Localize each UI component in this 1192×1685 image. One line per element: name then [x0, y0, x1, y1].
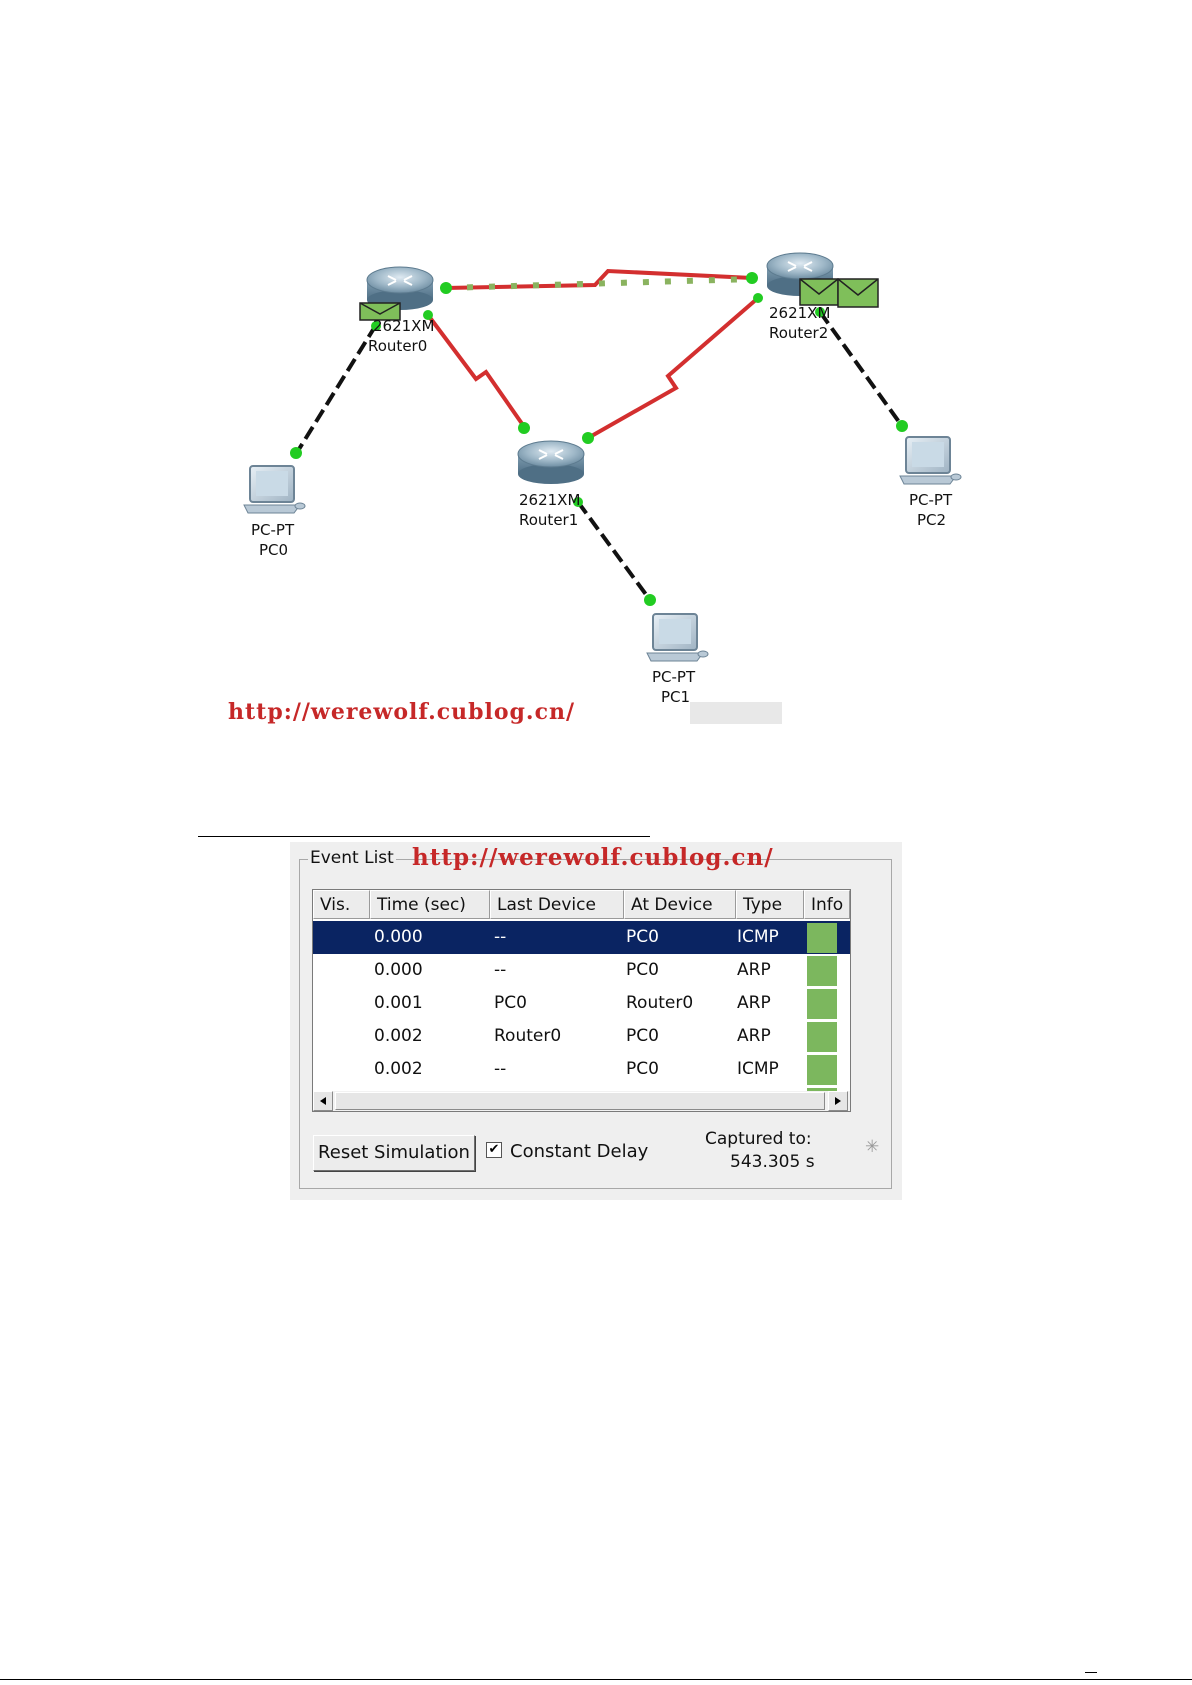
device-name: PC0: [259, 541, 288, 559]
cell-time: 0.000: [374, 927, 423, 947]
cell-time: 0.000: [374, 960, 423, 980]
ethernet-link-router2-pc2: [818, 310, 904, 428]
event-table[interactable]: Vis. Time (sec) Last Device At Device Ty…: [312, 889, 851, 1092]
pc2[interactable]: PC-PT PC2: [899, 436, 962, 529]
cell-last: PC0: [494, 993, 527, 1013]
table-row[interactable]: 0.001 PC0 Router0 ARP: [313, 987, 850, 1020]
device-model: PC-PT: [652, 668, 696, 686]
router0[interactable]: 2621XM Router0: [359, 266, 434, 355]
envelope-icon: [837, 278, 879, 308]
serial-link-router0-router2: [444, 268, 753, 291]
link-lights: [290, 272, 908, 606]
vertical-scrollbar[interactable]: [850, 890, 851, 1091]
arrow-left-icon: [320, 1097, 326, 1105]
device-name: PC1: [661, 688, 690, 706]
cell-at: PC0: [626, 927, 659, 947]
ethernet-link-router0-pc0: [294, 323, 378, 456]
device-name: Router1: [519, 511, 578, 529]
router2[interactable]: 2621XM Router2: [766, 252, 879, 342]
info-color-swatch: [807, 1088, 837, 1091]
checkmark-icon: ✔: [488, 1142, 500, 1157]
cell-at: PC0: [626, 1059, 659, 1079]
cell-time: 0.002: [374, 1026, 423, 1046]
device-name: Router0: [368, 337, 427, 355]
page-footer-mark: [1085, 1672, 1097, 1673]
table-header: Vis. Time (sec) Last Device At Device Ty…: [313, 890, 850, 921]
device-name: Router2: [769, 324, 828, 342]
device-model: 2621XM: [769, 304, 830, 322]
router-icon: [517, 440, 585, 484]
cell-at: PC0: [626, 960, 659, 980]
cell-type: ARP: [737, 993, 771, 1013]
table-row[interactable]: 0.002 -- PC0 ICMP: [313, 1053, 850, 1086]
info-color-swatch[interactable]: [807, 956, 837, 986]
column-header-time[interactable]: Time (sec): [370, 890, 490, 919]
device-model: PC-PT: [909, 491, 953, 509]
column-header-type[interactable]: Type: [736, 890, 804, 919]
horizontal-scrollbar[interactable]: [312, 1091, 851, 1112]
selection-highlight: [313, 921, 850, 954]
cell-last: --: [494, 1059, 507, 1079]
cell-type: ARP: [737, 1026, 771, 1046]
captured-to-label: Captured to:: [705, 1129, 812, 1149]
router1[interactable]: 2621XM Router1: [517, 440, 585, 529]
cell-time: 0.001: [374, 993, 423, 1013]
watermark-url: http://werewolf.cublog.cn/: [228, 699, 575, 725]
cell-at: PC0: [626, 1026, 659, 1046]
pc1[interactable]: PC-PT PC1: [646, 613, 709, 706]
network-topology-diagram: 2621XM Router0 2621XM Router2 2621XM: [228, 252, 962, 725]
horizontal-scroll-thumb[interactable]: [335, 1092, 825, 1110]
column-header-at-device[interactable]: At Device: [624, 890, 736, 919]
cell-last: Router0: [494, 1026, 562, 1046]
cell-type: ARP: [737, 960, 771, 980]
event-list-panel: Event List http://werewolf.cublog.cn/ Vi…: [290, 842, 902, 1200]
scroll-left-button[interactable]: [313, 1091, 333, 1111]
info-color-swatch[interactable]: [807, 1022, 837, 1052]
pc-icon: [646, 613, 709, 662]
column-header-info[interactable]: Info: [804, 890, 850, 919]
envelope-icon: [359, 302, 401, 321]
table-row[interactable]: 0.000 -- PC0 ICMP: [313, 921, 850, 954]
cell-type: ICMP: [737, 927, 779, 947]
captured-to-value: 543.305 s: [730, 1152, 815, 1172]
envelope-icon: [799, 278, 839, 306]
watermark-url: http://werewolf.cublog.cn/: [412, 844, 774, 871]
ethernet-link-router1-pc1: [576, 500, 652, 602]
pc-icon: [243, 465, 306, 514]
cell-last: --: [494, 960, 507, 980]
pc0[interactable]: PC-PT PC0: [243, 465, 306, 559]
column-header-last-device[interactable]: Last Device: [490, 890, 624, 919]
table-row-partial: [313, 1086, 850, 1091]
serial-link-router1-router2: [587, 296, 760, 440]
device-model: 2621XM: [519, 491, 580, 509]
info-color-swatch[interactable]: [807, 989, 837, 1019]
column-header-vis[interactable]: Vis.: [313, 890, 370, 919]
table-row[interactable]: 0.002 Router0 PC0 ARP: [313, 1020, 850, 1053]
event-list-title: Event List: [308, 848, 396, 868]
constant-delay-label: Constant Delay: [510, 1141, 649, 1162]
cell-last: --: [494, 927, 507, 947]
cell-type: ICMP: [737, 1059, 779, 1079]
reset-simulation-button[interactable]: Reset Simulation: [313, 1135, 475, 1171]
constant-delay-checkbox[interactable]: ✔: [486, 1142, 502, 1158]
pc-icon: [899, 436, 962, 485]
asterisk-icon: ✳: [865, 1137, 880, 1157]
section-divider: [198, 836, 650, 837]
watermark-blur: [690, 702, 782, 724]
arrow-right-icon: [835, 1097, 841, 1105]
event-list-frame: [299, 859, 892, 1189]
info-color-swatch[interactable]: [807, 923, 837, 953]
serial-link-router0-router1: [426, 313, 527, 430]
device-model: PC-PT: [251, 521, 295, 539]
cell-at: Router0: [626, 993, 694, 1013]
scroll-right-button[interactable]: [828, 1091, 848, 1111]
table-row[interactable]: 0.000 -- PC0 ARP: [313, 954, 850, 987]
info-color-swatch[interactable]: [807, 1055, 837, 1085]
device-model: 2621XM: [373, 317, 434, 335]
cell-time: 0.002: [374, 1059, 423, 1079]
page-footer-line: [0, 1679, 1192, 1680]
device-name: PC2: [917, 511, 946, 529]
